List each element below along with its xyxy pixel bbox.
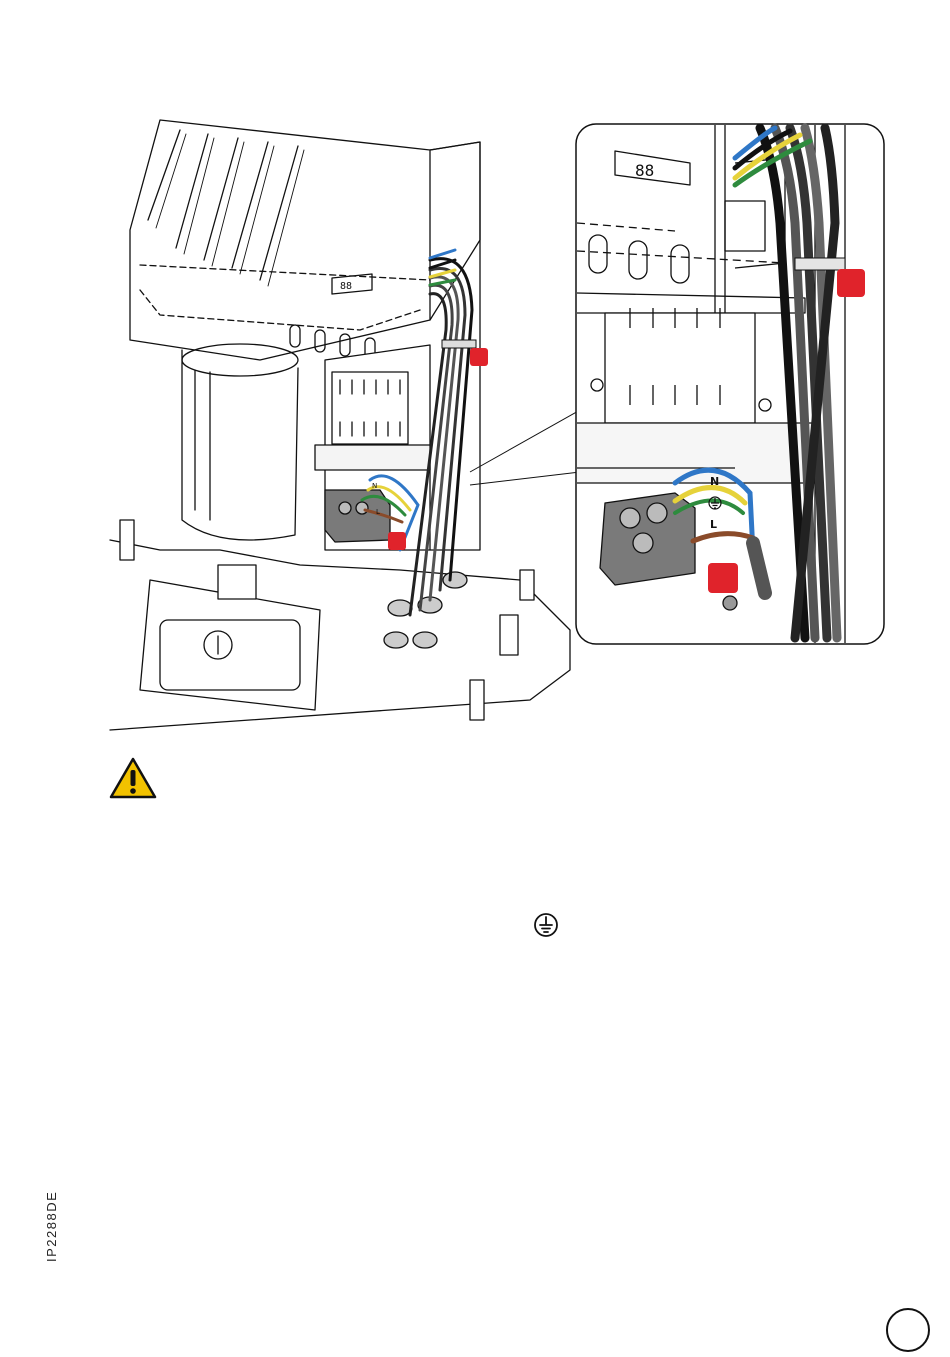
ground-symbol-icon	[533, 912, 559, 938]
red-marker-icon	[708, 563, 738, 593]
neutral-label: N	[372, 482, 377, 490]
main-wiring-illustration: 88	[100, 110, 580, 740]
page-badge	[886, 1308, 930, 1352]
red-marker-icon	[388, 532, 406, 550]
neutral-label: N	[710, 475, 719, 488]
svg-text:88: 88	[635, 161, 654, 180]
warning-triangle-icon	[109, 757, 157, 799]
red-marker-icon	[470, 348, 488, 366]
svg-text:88: 88	[340, 281, 352, 292]
document-code: IP2288DE	[44, 1062, 64, 1262]
live-label: L	[376, 508, 380, 516]
detail-wiring-illustration: 88	[575, 123, 885, 645]
red-marker-icon	[837, 269, 865, 297]
live-label: L	[710, 518, 717, 531]
